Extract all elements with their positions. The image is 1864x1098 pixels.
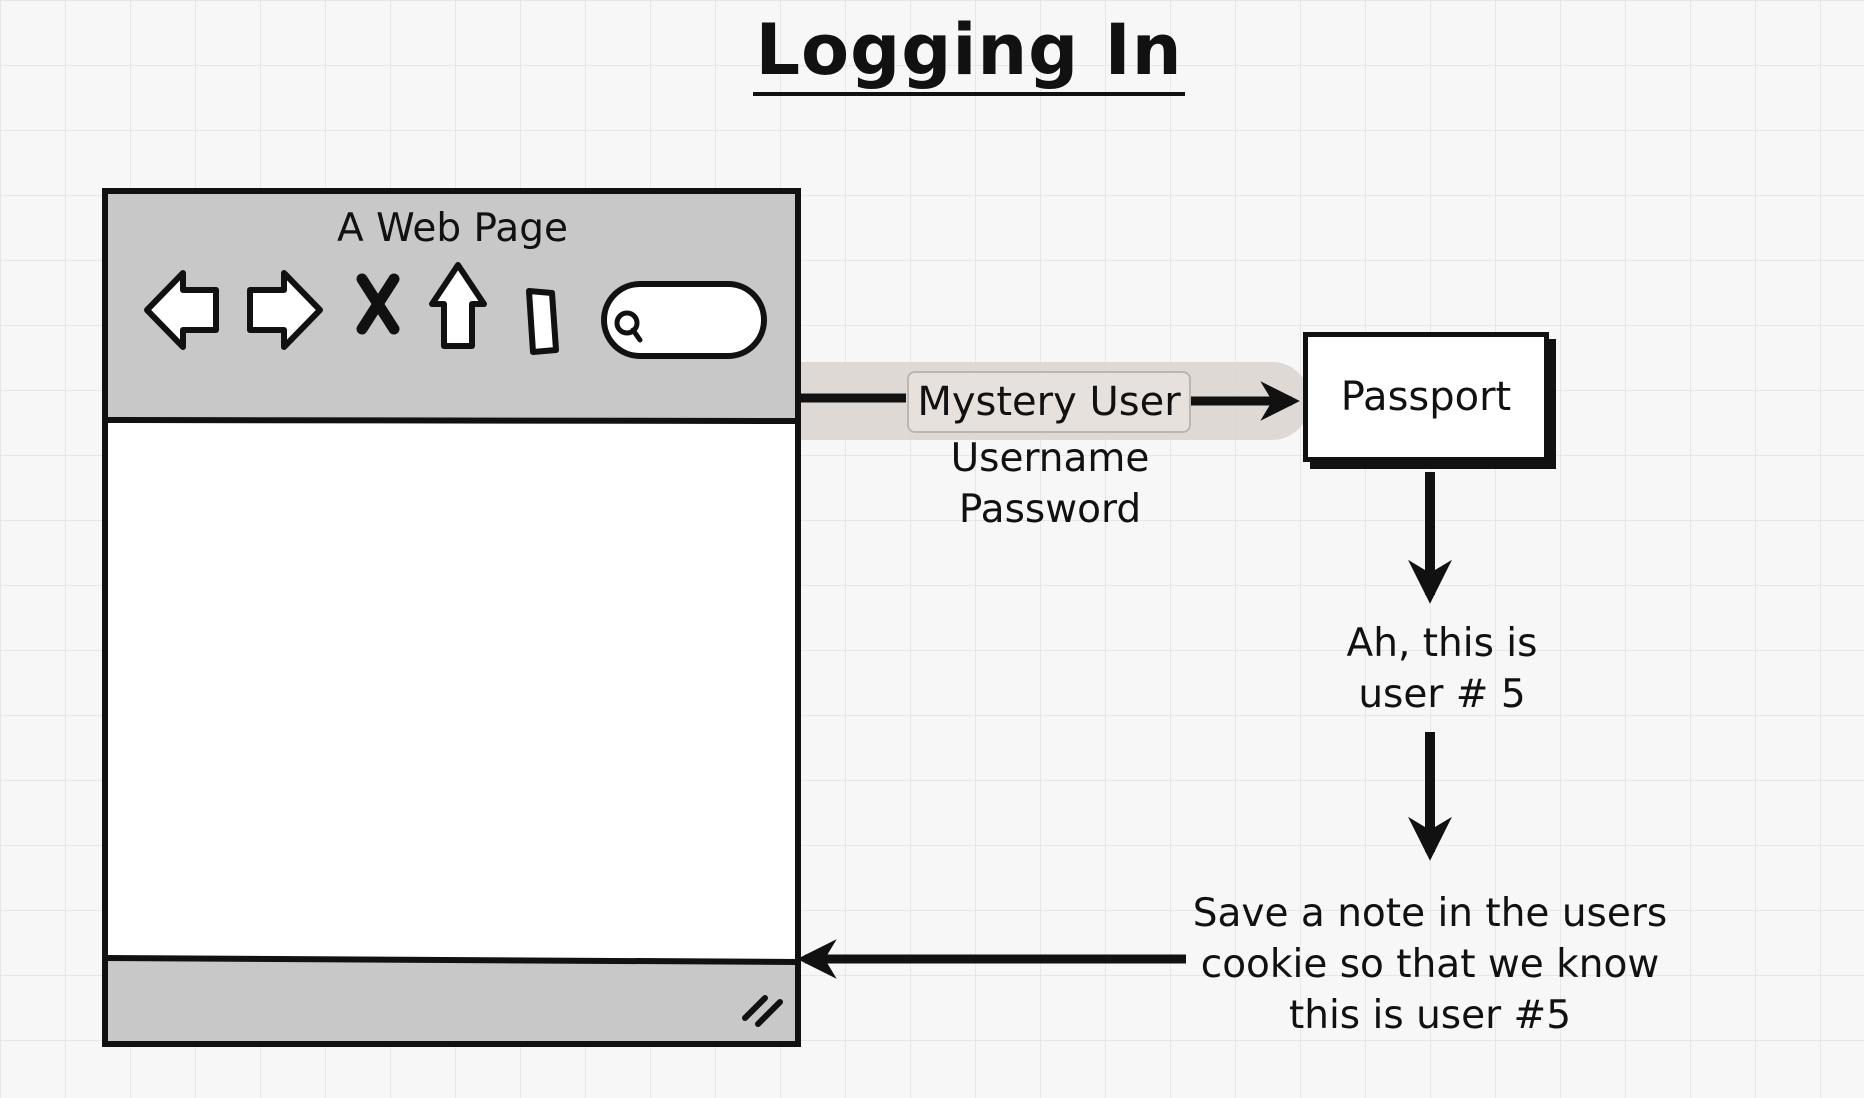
home-icon (429, 262, 487, 349)
footer-divider (104, 955, 799, 965)
diagram-title: Logging In (0, 8, 1864, 96)
diagram-title-text: Logging In (753, 8, 1185, 96)
bookmark-icon (526, 288, 559, 355)
save-cookie-note: Save a note in the users cookie so that … (1192, 891, 1668, 1038)
stop-x-icon (356, 273, 400, 335)
forward-arrow-icon (247, 270, 323, 350)
browser-frame (102, 188, 801, 1047)
resize-grip-icon (742, 995, 783, 1027)
browser-footer (105, 960, 798, 1044)
passport-label: Passport (1340, 374, 1512, 420)
password-label: Password (958, 487, 1142, 532)
username-label: Username (950, 436, 1150, 481)
back-arrow-icon (144, 270, 219, 350)
browser-window (102, 188, 801, 1047)
identify-user-note: Ah, this is user # 5 (1346, 621, 1538, 717)
passport-box: Passport (1303, 332, 1549, 462)
search-icon (601, 281, 767, 359)
header-divider (104, 417, 799, 424)
browser-content (105, 420, 798, 960)
mystery-user-label: Mystery User (907, 371, 1191, 433)
browser-title: A Web Page (337, 206, 568, 251)
